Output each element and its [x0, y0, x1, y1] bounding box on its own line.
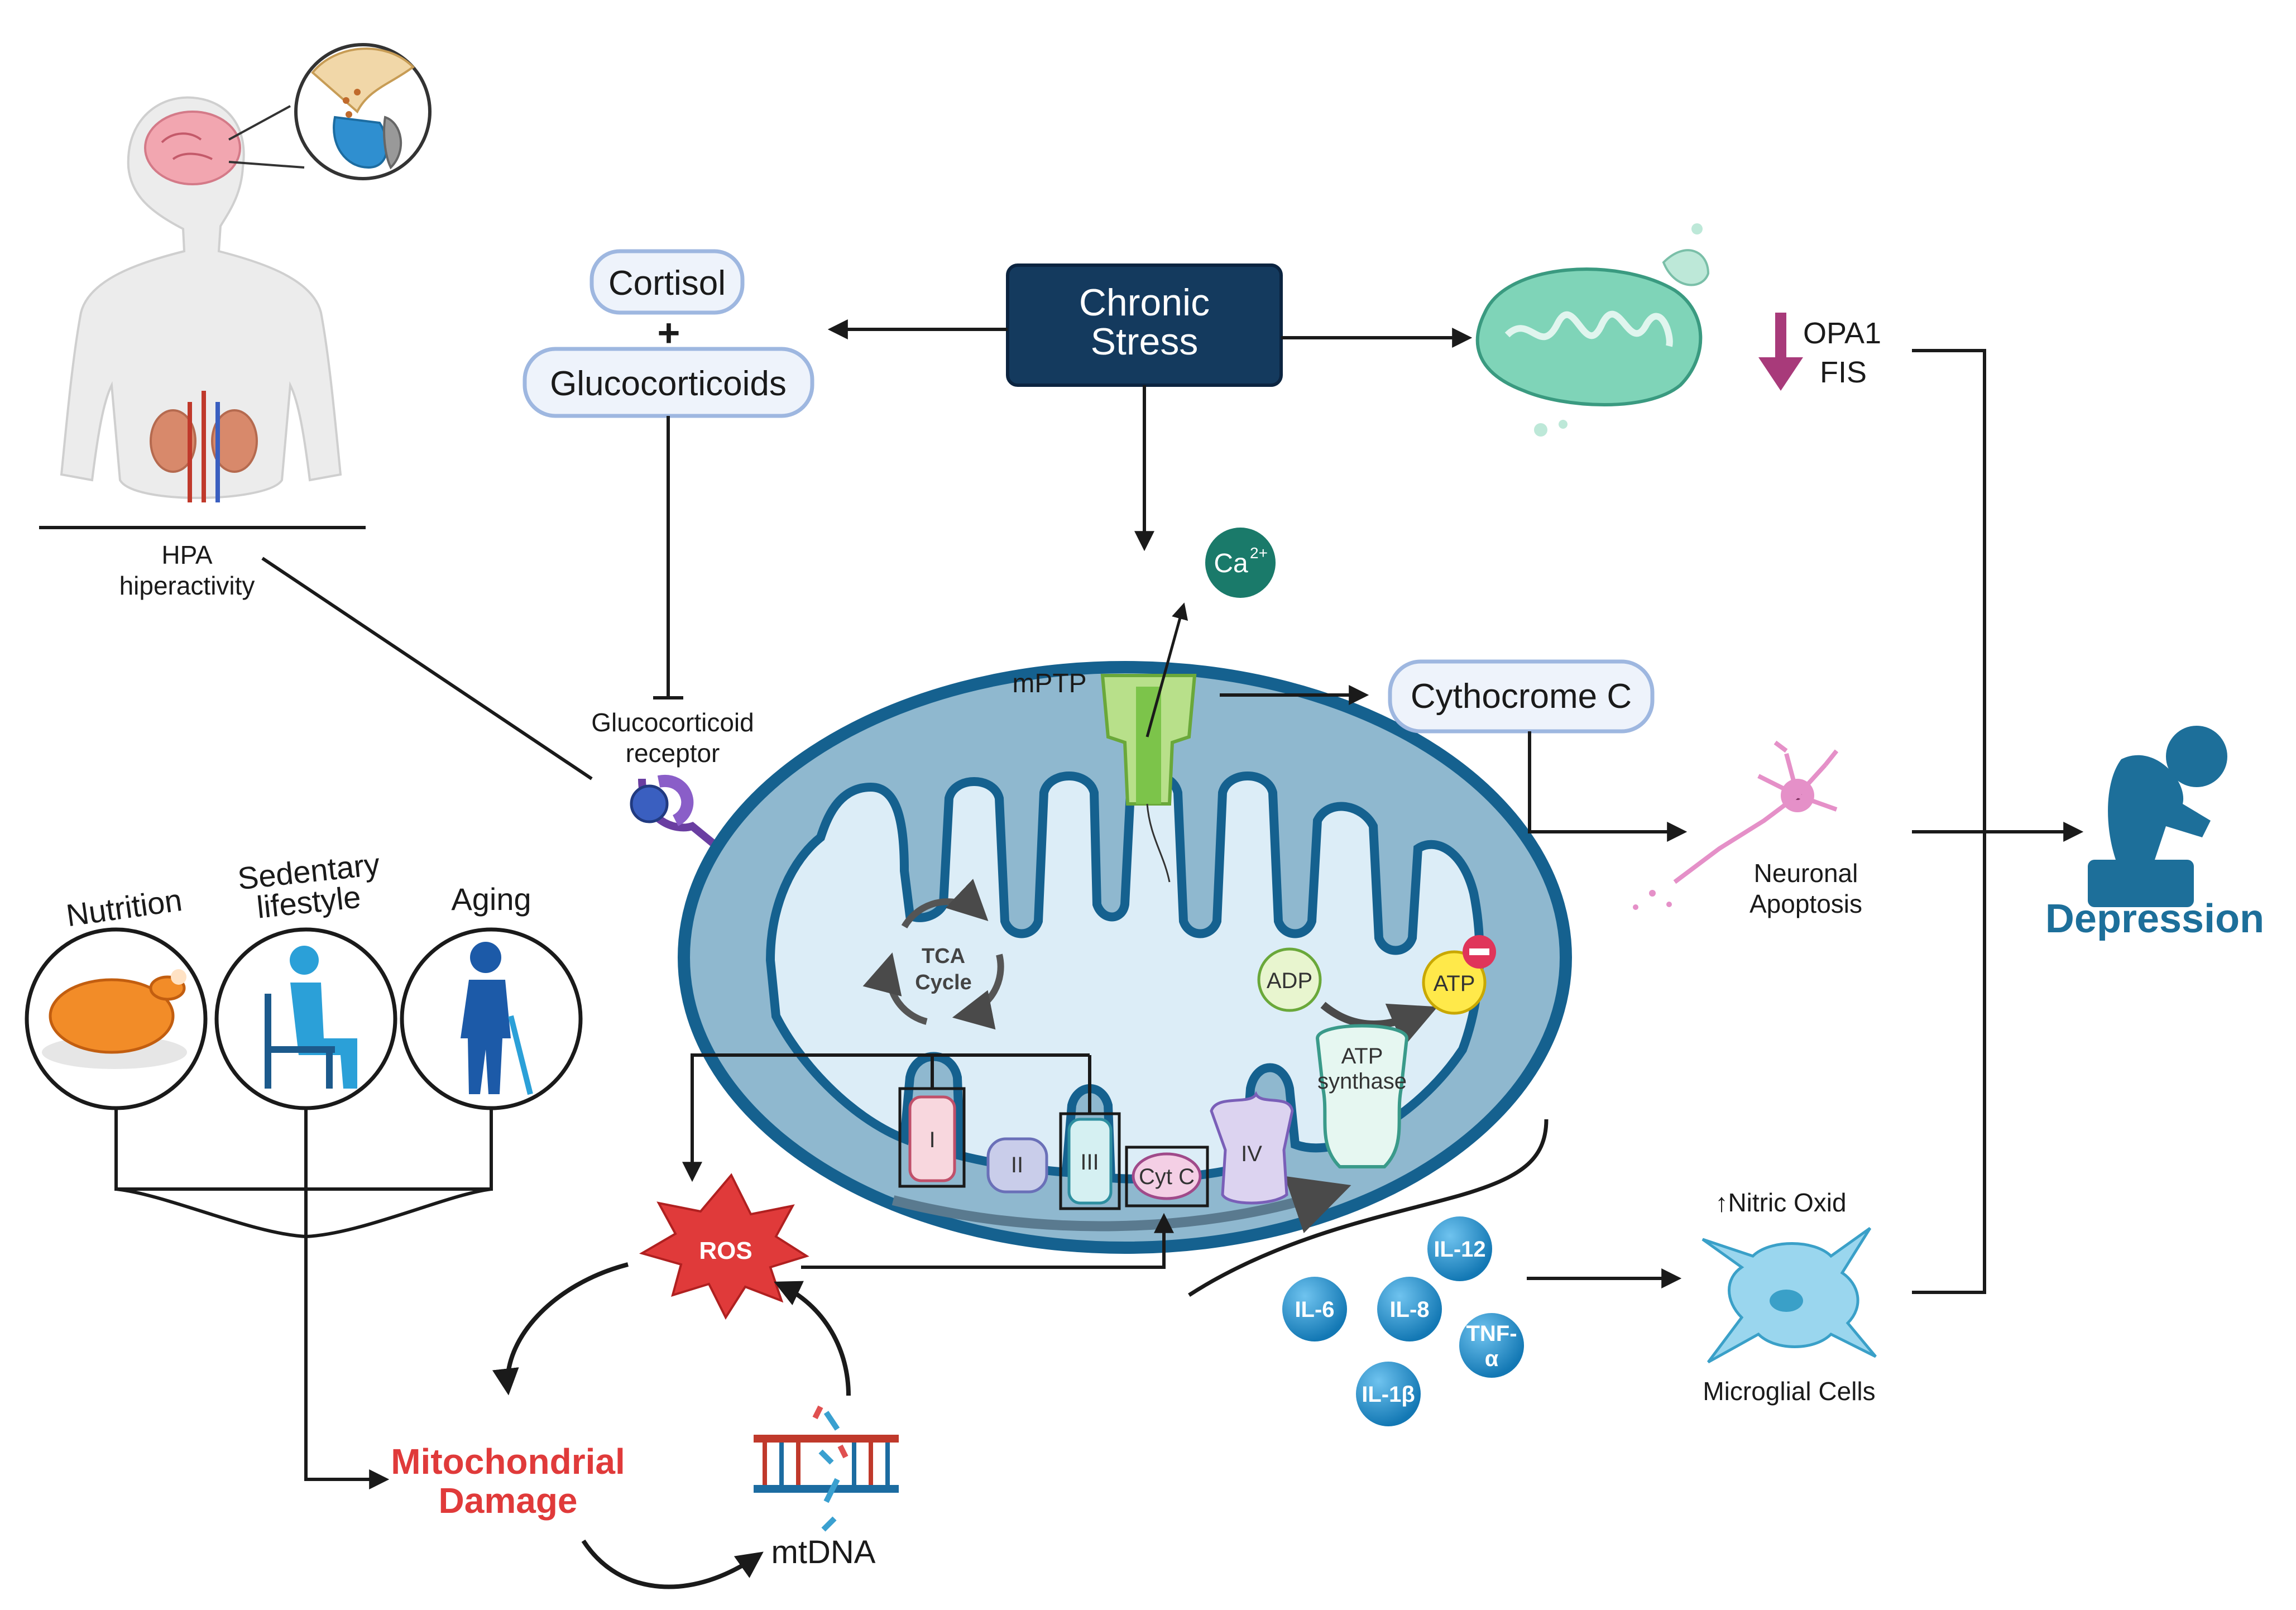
il6-icon: [1282, 1277, 1347, 1341]
tnf-icon: [1459, 1313, 1524, 1378]
tnf-label-line2: α: [1485, 1347, 1499, 1371]
tca-label: TCA: [922, 945, 965, 968]
risk-factor-brace: [116, 1187, 492, 1239]
hpa-label-line2: hiperactivity: [119, 571, 255, 600]
cytokine-brace: [1188, 1119, 1549, 1297]
nutrition-label: Nutrition: [64, 882, 184, 933]
cytc-label: Cyt C: [1139, 1165, 1195, 1189]
mptp-label: mPTP: [1012, 669, 1086, 698]
adp-label: ADP: [1267, 969, 1312, 993]
sitting-person-icon: [265, 946, 357, 1089]
atp-label: ATP: [1434, 971, 1475, 996]
il6-label: IL-6: [1295, 1297, 1334, 1322]
complex-iii-icon: [1067, 1118, 1113, 1205]
opa1-label: OPA1: [1803, 317, 1881, 350]
risk-factor-connector: [114, 1108, 493, 1191]
il8-icon: [1377, 1277, 1442, 1341]
il1b-icon: [1356, 1362, 1421, 1426]
tca-label-line2: Cycle: [915, 971, 971, 994]
fis-label: FIS: [1820, 356, 1867, 389]
calcium-label: Ca: [1214, 549, 1248, 578]
complex-i-icon: [908, 1095, 956, 1182]
mtdna-label: mtDNA: [771, 1534, 876, 1570]
il1b-label: IL-1β: [1362, 1382, 1415, 1407]
atp-synthase-label: ATP: [1341, 1044, 1383, 1068]
nitric-oxide-label: ↑Nitric Oxid: [1715, 1188, 1846, 1217]
ros-to-etc-arrow: [801, 1213, 1174, 1269]
hpa-label: HPA: [161, 540, 212, 569]
tnf-label: TNF-: [1466, 1321, 1517, 1346]
chronic-stress-label: Chronic: [1079, 281, 1210, 324]
neuron-icon: [1633, 740, 1839, 910]
depression-label: Depression: [2045, 897, 2264, 941]
pituitary-inset-icon: [294, 43, 432, 180]
ros-burst-icon: [639, 1173, 809, 1320]
minus-sign: [1469, 948, 1489, 955]
il12-label: IL-12: [1434, 1237, 1485, 1262]
mtdna-icon: [754, 1405, 899, 1532]
down-arrow-icon: [1758, 313, 1803, 391]
il12-icon: [1427, 1216, 1492, 1281]
etc-to-ros-arrow: [682, 1053, 934, 1182]
cytochrome-label: Cythocrome C: [1411, 677, 1632, 716]
complex-i-label: I: [929, 1128, 935, 1152]
aging-label: Aging: [451, 881, 531, 917]
cytochrome-pill: [1388, 659, 1655, 734]
mtdna-to-ros-arrow: [774, 1281, 851, 1396]
depressed-person-icon: [2088, 726, 2227, 907]
mptp-channel-icon: [1100, 602, 1197, 883]
cortisol-label: Cortisol: [608, 264, 726, 303]
atp-synthase-icon: [1315, 1024, 1409, 1168]
mitochondrial-damage-label: Mitochondrial: [391, 1441, 625, 1482]
mitochondrial-damage-label-line2: Damage: [439, 1480, 578, 1521]
glucocorticoid-receptor-icon: [630, 774, 726, 855]
human-figure-icon: [60, 96, 342, 502]
complex-iv-label: IV: [1241, 1142, 1262, 1166]
complex-ii-label: II: [1011, 1153, 1023, 1177]
apoptosis-label: Neuronal: [1754, 859, 1858, 888]
risk-to-damage-arrow: [304, 1237, 390, 1489]
hpa-to-receptor-line: [261, 557, 593, 780]
microglia-label: Microglial Cells: [1703, 1377, 1875, 1406]
adp-icon: [1257, 947, 1322, 1012]
ros-to-damage-arrow: [492, 1262, 629, 1396]
roast-chicken-icon: [42, 969, 187, 1069]
elderly-person-icon: [461, 942, 533, 1095]
ros-label: ROS: [699, 1237, 752, 1264]
atp-synthase-label-line2: synthase: [1317, 1069, 1407, 1094]
receptor-label-line2: receptor: [626, 739, 720, 768]
calcium-icon: [1205, 528, 1276, 598]
il8-label: IL-8: [1389, 1297, 1429, 1322]
apoptosis-label-line2: Apoptosis: [1749, 889, 1862, 918]
cytc-frame: [1125, 1146, 1209, 1208]
tca-cycle: [862, 879, 1004, 1030]
cytc-icon: [1132, 1152, 1202, 1200]
adp-to-atp-arrow: [1320, 1002, 1438, 1047]
chronic-stress-label-line2: Stress: [1091, 320, 1199, 363]
complex-ii-icon: [986, 1137, 1048, 1194]
receptor-label: Glucocorticoid: [591, 708, 754, 737]
fragmented-mitochondrion-icon: [1475, 223, 1710, 437]
calcium-charge: 2+: [1250, 544, 1268, 562]
microglia-icon: [1701, 1226, 1877, 1364]
fission-to-depression-line: [1912, 349, 1986, 1294]
complex-iii-label: III: [1080, 1150, 1099, 1175]
cytochrome-to-apoptosis-arrow: [1528, 731, 1688, 842]
complex-iv-icon: [1210, 1091, 1294, 1205]
damage-to-mtdna-arrow: [581, 1539, 764, 1589]
atp-icon: [1422, 950, 1487, 1015]
cortisol-pill: [589, 249, 745, 315]
glucocorticoids-label: Glucocorticoids: [550, 365, 787, 403]
